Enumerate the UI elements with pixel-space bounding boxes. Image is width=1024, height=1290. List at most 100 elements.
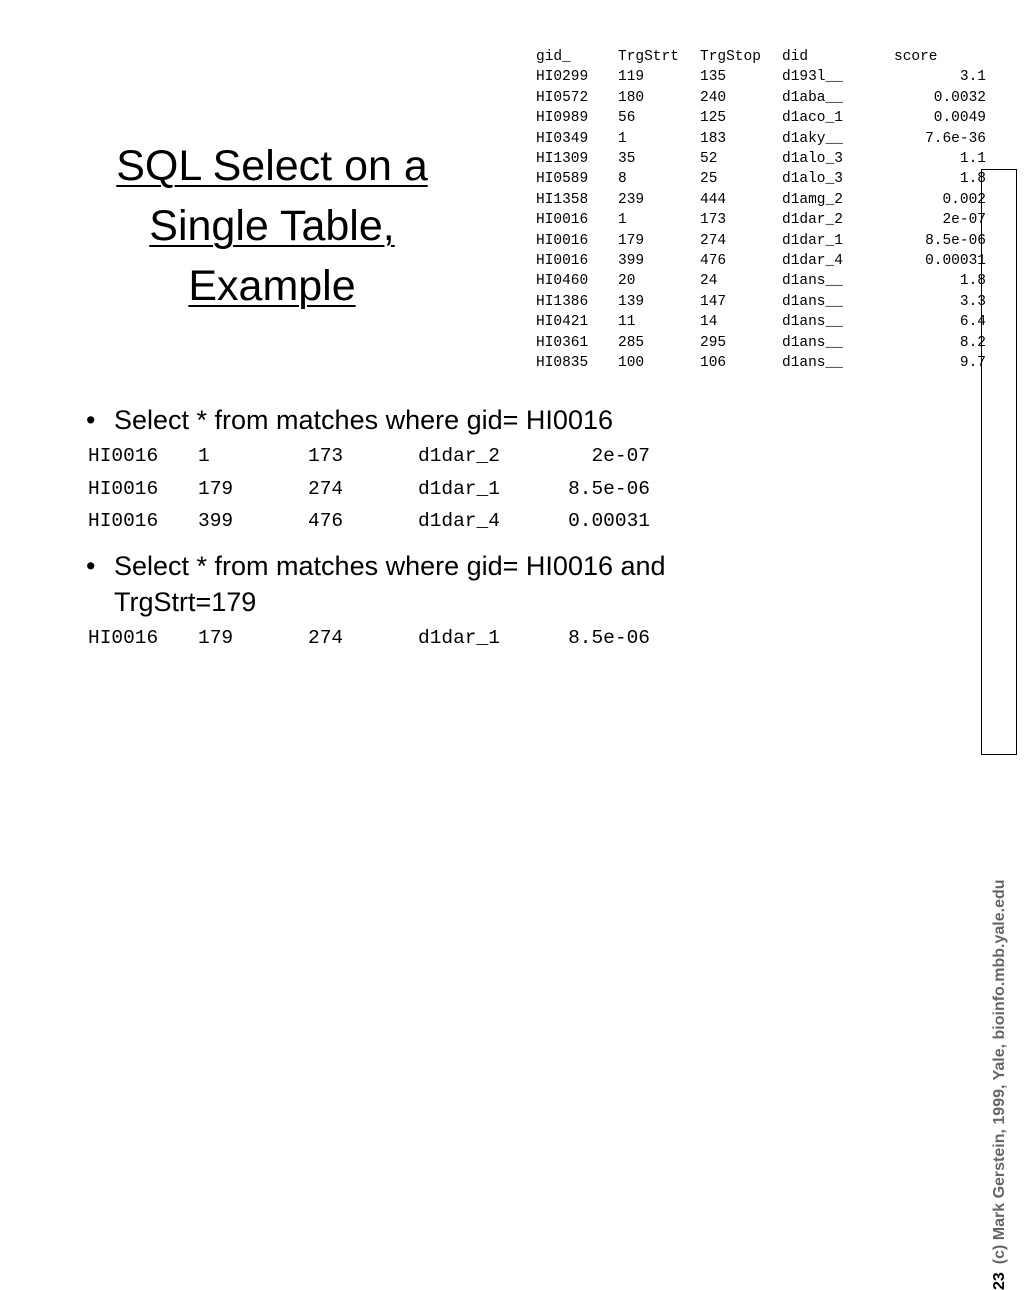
cell-gid: HI0460	[536, 273, 589, 290]
result-score: 8.5e-06	[568, 626, 650, 649]
cell-score: 0.00031	[925, 253, 986, 270]
result-trgstrt: 399	[198, 510, 234, 532]
cell-did: d1ans__	[782, 334, 843, 351]
cell-trgstop: 25	[700, 171, 718, 188]
result-gid: HI0016	[88, 445, 159, 467]
cell-score: 0.002	[942, 191, 986, 208]
cell-trgstrt: 8	[618, 171, 627, 188]
cell-trgstrt: 119	[618, 69, 645, 86]
result-score: 0.00031	[568, 510, 650, 532]
result-trgstop: 274	[308, 626, 344, 649]
copyright-credit: (c) Mark Gerstein, 1999, Yale, bioinfo.m…	[991, 879, 1008, 1265]
cell-trgstop: 147	[700, 293, 727, 310]
cell-trgstop: 52	[700, 151, 718, 168]
cell-score: 6.4	[959, 314, 986, 331]
cell-did: d1alo_3	[782, 171, 843, 188]
cell-score: 1.1	[959, 151, 986, 168]
cell-did: d1aba__	[782, 89, 843, 106]
cell-did: d1aco_1	[782, 110, 843, 127]
cell-did: d1alo_3	[782, 151, 843, 168]
cell-trgstop: 444	[700, 191, 727, 208]
cell-trgstrt: 100	[618, 355, 645, 372]
header-trgstop: TrgStop	[700, 49, 761, 65]
table-row: HI1386 139 147 d1ans__ 3.3	[536, 292, 990, 312]
cell-did: d1ans__	[782, 314, 843, 331]
cell-score: 7.6e-36	[925, 130, 986, 147]
query-1-bullet: • Select * from matches where gid= HI001…	[84, 402, 804, 438]
cell-trgstop: 14	[700, 314, 718, 331]
header-score: score	[894, 49, 938, 65]
query-2-text: Select * from matches where gid= HI0016 …	[114, 550, 666, 617]
cell-score: 3.3	[959, 293, 986, 310]
result-trgstop: 173	[308, 445, 344, 467]
matches-table-header-row: gid_ TrgStrt TrgStop did score	[536, 47, 990, 67]
cell-trgstrt: 1	[618, 130, 627, 147]
query-2-bullet: • Select * from matches where gid= HI001…	[84, 548, 804, 620]
query-1-text: Select * from matches where gid= HI0016	[114, 405, 613, 435]
cell-trgstop: 173	[700, 212, 727, 229]
cell-trgstrt: 399	[618, 253, 645, 270]
result-score: 2e-07	[591, 445, 650, 467]
cell-trgstop: 135	[700, 69, 727, 86]
cell-gid: HI0016	[536, 232, 589, 249]
cell-trgstrt: 1	[618, 212, 627, 229]
cell-score: 0.0032	[933, 89, 986, 106]
cell-gid: HI1386	[536, 293, 589, 310]
slide-footer-sidebar: 23(c) Mark Gerstein, 1999, Yale, bioinfo…	[981, 169, 1017, 1290]
cell-trgstrt: 285	[618, 334, 645, 351]
cell-did: d1ans__	[782, 293, 843, 310]
result-score: 8.5e-06	[568, 477, 650, 500]
cell-trgstrt: 179	[618, 232, 645, 249]
cell-did: d1ans__	[782, 355, 843, 372]
header-trgstrt: TrgStrt	[618, 49, 679, 65]
result-did: d1dar_1	[418, 477, 500, 500]
slide-title-line-2: Single Table,	[149, 202, 395, 250]
cell-score: 8.2	[959, 334, 986, 351]
result-gid: HI0016	[88, 477, 159, 500]
cell-trgstrt: 139	[618, 293, 645, 310]
slide-title-line-3: Example	[188, 262, 356, 310]
result-trgstop: 274	[308, 477, 344, 500]
cell-trgstop: 274	[700, 232, 727, 249]
cell-trgstop: 240	[700, 89, 727, 106]
cell-gid: HI0989	[536, 110, 589, 127]
cell-trgstop: 476	[700, 253, 727, 270]
cell-did: d1aky__	[782, 130, 843, 147]
cell-did: d1dar_2	[782, 212, 843, 229]
result-gid: HI0016	[88, 510, 159, 532]
cell-score: 3.1	[959, 69, 986, 86]
cell-trgstrt: 35	[618, 151, 636, 168]
table-row: HI0572 180 240 d1aba__ 0.0032	[536, 88, 990, 108]
cell-gid: HI0361	[536, 334, 589, 351]
cell-score: 1.8	[959, 273, 986, 290]
cell-gid: HI0016	[536, 212, 589, 229]
cell-gid: HI0589	[536, 171, 589, 188]
cell-trgstrt: 180	[618, 89, 645, 106]
table-row: HI0349 1 183 d1aky__ 7.6e-36	[536, 129, 990, 149]
cell-trgstrt: 56	[618, 110, 636, 127]
cell-score: 8.5e-06	[925, 232, 986, 249]
cell-gid: HI0572	[536, 89, 589, 106]
cell-score: 9.7	[959, 355, 986, 372]
cell-trgstop: 183	[700, 130, 727, 147]
cell-trgstrt: 239	[618, 191, 645, 208]
slide-body: • Select * from matches where gid= HI001…	[84, 398, 804, 654]
bullet-dot: •	[86, 405, 96, 435]
cell-score: 1.8	[959, 171, 986, 188]
cell-gid: HI0349	[536, 130, 589, 147]
result-did: d1dar_2	[418, 445, 500, 467]
bullet-dot: •	[86, 550, 96, 581]
cell-did: d1dar_4	[782, 253, 843, 270]
cell-score: 0.0049	[933, 110, 986, 127]
